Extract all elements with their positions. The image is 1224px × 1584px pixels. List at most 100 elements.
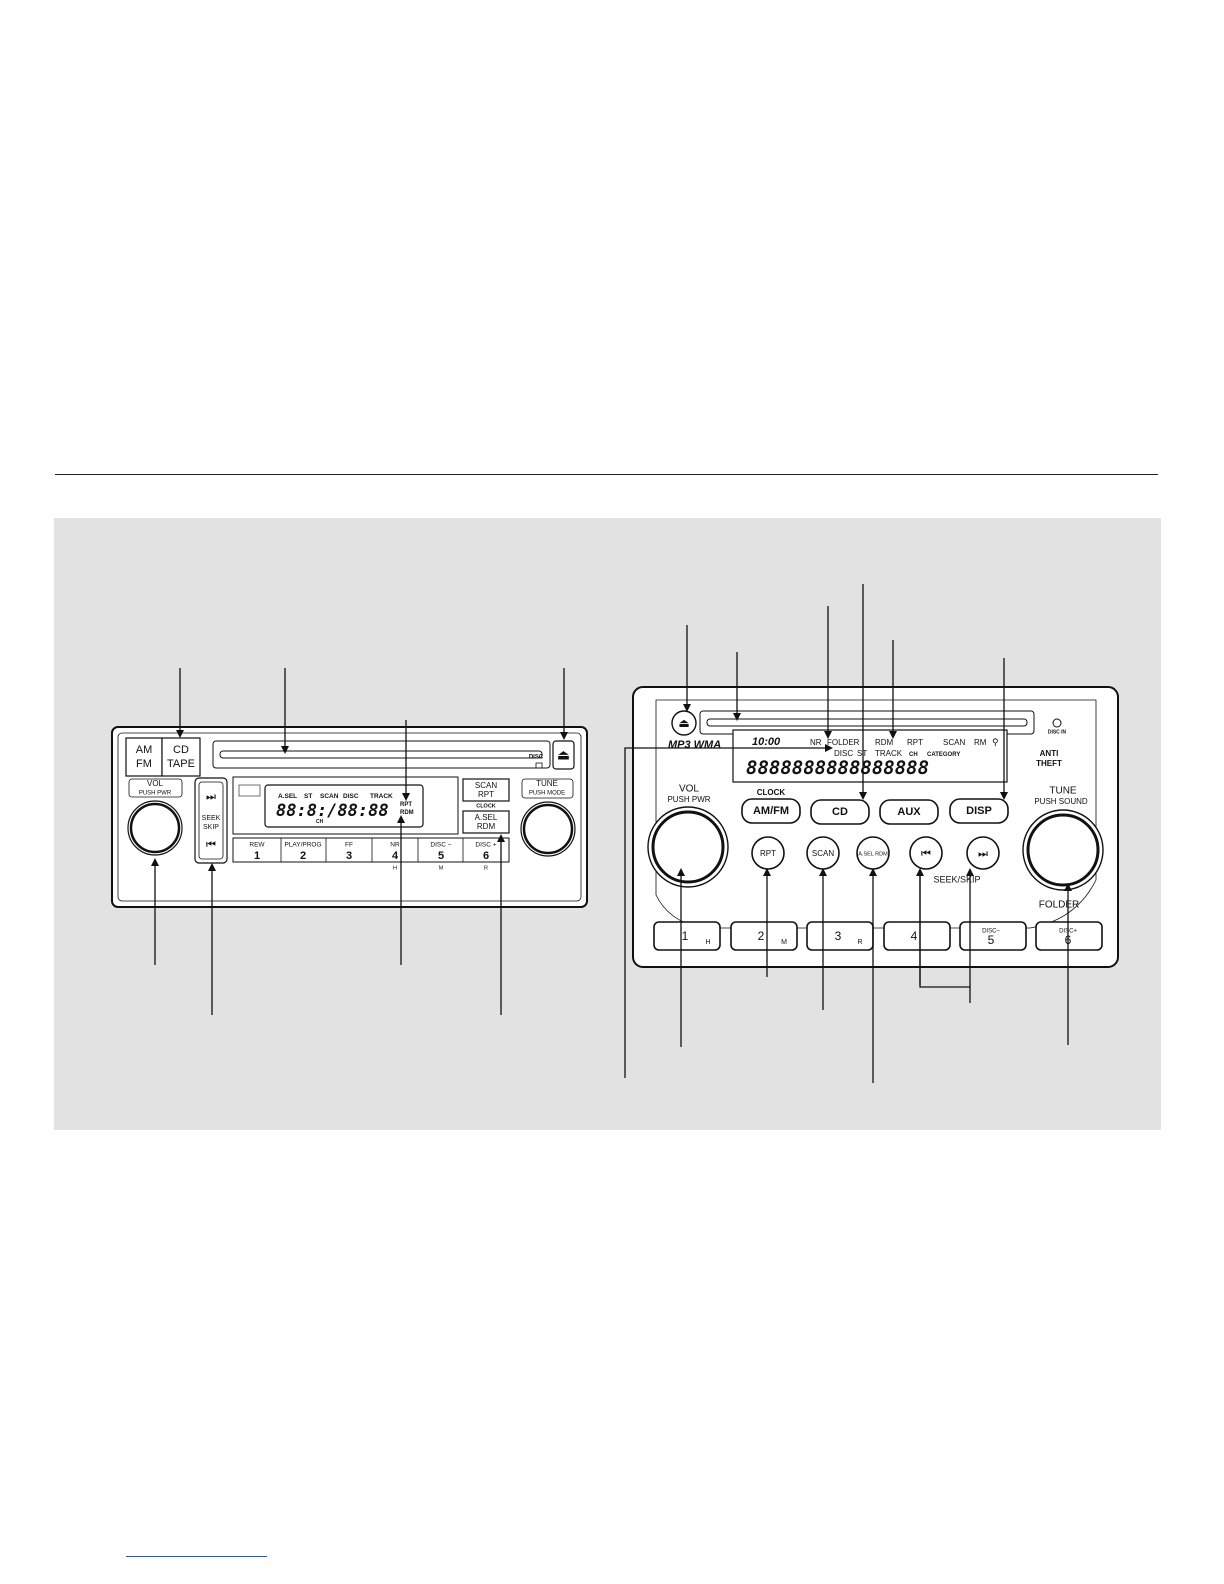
preset-4-button-right[interactable]: 4 [883,921,951,951]
clock-label: CLOCK [476,803,496,809]
preset-3-button-right[interactable]: 3 R [806,921,874,951]
tune-mode-label: TUNE PUSH MODE [521,778,574,799]
svg-text:R: R [857,939,862,946]
callout-disc-indicator [624,744,833,1078]
disp-disc: DISC [343,793,359,800]
svg-text:FM: FM [136,758,152,770]
svg-text:SEEK: SEEK [202,815,221,822]
disp-rpt: RPT [400,802,412,808]
preset-3-button[interactable]: FF 3 [345,842,353,862]
disp-track-right: TRACK [875,749,903,758]
disp-rdm: RDM [400,810,414,816]
svg-text:2: 2 [300,850,306,862]
disp-rdm-right: RDM [875,738,894,747]
asel-rdm-button[interactable]: A.SEL RDM [462,810,510,834]
cd-button-right[interactable]: CD [810,799,870,825]
svg-text:DISC −: DISC − [430,842,451,849]
disp-button[interactable]: DISP [949,798,1009,824]
svg-text:REW: REW [249,842,265,849]
eject-icon: ⏏ [557,747,570,763]
svg-text:AM/FM: AM/FM [753,805,789,817]
preset-6-button-right[interactable]: DISC+ 6 [1035,921,1103,951]
antenna-icon: ⚲ [992,737,999,747]
preset-4-button[interactable]: NR 4 H [390,842,400,872]
cd-slot [212,740,551,769]
svg-text:RPT: RPT [760,849,776,858]
disp-segments: 88:8:/88:88 [276,801,389,821]
disp-nr: NR [810,738,822,747]
svg-text:PUSH PWR: PUSH PWR [139,791,172,797]
svg-text:1: 1 [682,929,689,943]
folder-label: FOLDER [1039,900,1080,911]
svg-text:CD: CD [173,744,189,756]
svg-text:DISC +: DISC + [475,842,496,849]
preset-1-button[interactable]: REW 1 [249,842,265,862]
disp-st: ST [304,793,312,800]
tune-label-right: TUNE [1049,786,1077,797]
svg-text:VOL: VOL [147,779,164,788]
display-window-right: 10:00 NR FOLDER RDM RPT SCAN RM ⚲ DISC S… [732,729,1008,783]
disp-folder: FOLDER [827,738,860,747]
disp-category: CATEGORY [927,752,960,758]
aux-button[interactable]: AUX [879,799,939,825]
svg-text:A.SEL RDM: A.SEL RDM [858,851,888,857]
am-fm-button-right[interactable]: AM/FM [741,798,801,824]
seek-skip-label-right: SEEK/SKIP [933,874,980,884]
right-radio-unit: ⏏ DISC IN MP3 WMA ANTI THEFT 10:00 NR FO… [632,686,1119,968]
svg-text:AUX: AUX [897,806,921,818]
volume-knob-right[interactable] [647,806,729,888]
preset-5-button[interactable]: DISC − 5 M [430,842,451,872]
disp-scan-right: SCAN [943,738,965,747]
preset-1-button-right[interactable]: 1 H [653,921,721,951]
left-radio-unit: AM FM CD TAPE DISC ⏏ VOL PUSH PWR [111,726,588,908]
scan-button-right[interactable]: SCAN [806,836,840,870]
svg-text:RPT: RPT [478,790,494,799]
svg-text:SCAN: SCAN [812,849,834,858]
left-callouts [151,668,568,1015]
scan-rpt-button[interactable]: SCAN RPT [462,778,510,802]
preset-2-button-right[interactable]: 2 M [730,921,798,951]
skip-forward-button-right[interactable]: ⏭ [966,836,1000,870]
svg-text:A.SEL: A.SEL [475,813,498,822]
disc-indicator-label: DISC [529,755,544,761]
disp-track: TRACK [370,793,393,800]
disc-in-label: DISC IN [1048,729,1067,735]
disp-st-right: ST [857,749,867,758]
svg-text:TUNE: TUNE [536,779,558,788]
preset-2-button[interactable]: PLAY/PROG 2 [284,842,321,862]
vol-label-right: VOL [679,784,699,795]
volume-knob[interactable] [127,800,183,856]
tune-knob-right[interactable] [1022,809,1104,891]
disp-asel: A.SEL [278,793,297,800]
eject-button-right[interactable]: ⏏ [671,710,697,736]
rpt-button-right[interactable]: RPT [751,836,785,870]
svg-text:2: 2 [758,929,765,943]
right-callouts [624,584,1072,1083]
tune-knob[interactable] [520,801,576,857]
preset-5-button-right[interactable]: DISC− 5 [959,921,1027,951]
skip-back-button-right[interactable]: ⏮ [909,836,943,870]
svg-text:M: M [439,865,444,871]
asel-rdm-button-right[interactable]: A.SEL RDM [856,836,890,870]
vol-pwr-label: VOL PUSH PWR [128,778,183,798]
anti-theft-label: ANTI [1040,749,1059,758]
disp-segments-right: 8888888888888888 [746,757,929,779]
svg-text:5: 5 [438,850,444,862]
disp-scan: SCAN [320,793,339,800]
cd-tape-button[interactable]: CD TAPE [161,737,201,777]
svg-text:M: M [781,939,787,946]
disc-indicator-lamp [535,762,543,769]
left-preset-row [232,837,510,863]
header-rule [55,474,1158,475]
am-fm-button[interactable]: AM FM [125,737,163,777]
eject-button[interactable]: ⏏ [552,740,575,770]
svg-text:FF: FF [345,842,353,849]
skip-back-icon: ⏮ [206,839,216,851]
preset-6-button[interactable]: DISC + 6 R [475,842,496,872]
footer-link-underline [126,1556,267,1557]
svg-text:RDM: RDM [477,822,496,831]
svg-text:4: 4 [911,929,918,943]
display-window: A.SEL ST SCAN DISC TRACK 88:8:/88:88 RPT… [232,776,459,835]
seek-skip-rocker[interactable]: ⏭ SEEK SKIP ⏮ [194,777,228,864]
